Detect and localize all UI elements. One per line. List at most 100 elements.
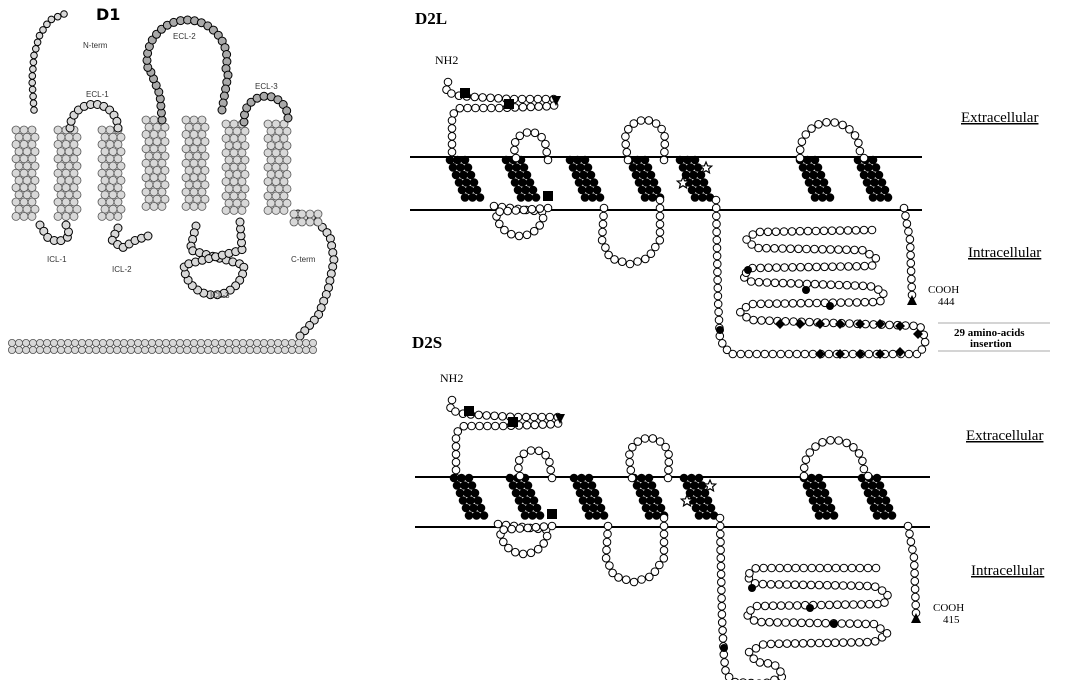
d1-residue [141,346,148,353]
d2-helix-residue [579,497,587,505]
d1-residue [169,346,176,353]
d2-residue [827,281,835,289]
d2-residue [911,562,919,570]
d1-helix-residue [230,120,238,128]
d2-residue [713,220,721,228]
d2-filled-residue [716,326,724,334]
d2-residue [859,457,867,465]
d1-helix-residue [145,166,153,174]
d2-residue [656,212,664,220]
d2-residue [795,280,803,288]
d2-helix-residue [644,489,652,497]
d1-helix-residue [233,142,241,150]
d2-helix-residue [877,194,885,202]
d1-helix-residue [57,176,65,184]
d2-helix-residue [461,482,469,490]
d1-residue [284,114,292,122]
d2-helix-residue [815,512,823,520]
d1-helix-residue [23,148,31,156]
d2-helix-residue [455,179,463,187]
d2-helix-residue [597,504,605,512]
d2-residue [448,148,456,156]
d2-residue [839,639,847,647]
d2-helix-residue [700,504,708,512]
d2-helix-residue [574,156,582,164]
d2-residue [860,154,868,162]
d2-helix-residue [453,482,461,490]
d1-helix-residue [272,178,280,186]
d2-residue [921,338,929,346]
d1-helix-residue [182,116,190,124]
d2-residue [763,244,771,252]
d2-helix-residue [823,512,831,520]
d2-residue [661,140,669,148]
d2-helix-residue [581,194,589,202]
d2-residue [826,601,834,609]
d2-residue [519,103,527,111]
d2-residue [877,625,885,633]
d2-helix-residue [698,482,706,490]
d2-residue [843,281,851,289]
d2-residue [910,554,918,562]
d1-residue [148,339,155,346]
d1-residue [267,346,274,353]
d1-helix-residue [238,192,246,200]
d2-residue [814,619,822,627]
d2-helix-residue [645,474,653,482]
d2-helix-residue [505,164,513,172]
d1-residue [134,346,141,353]
d1-panel: D1 N-term ECL-1 ECL-2 ECL-3 ICL-1 ICL-2 … [8,5,338,354]
d2-filled-residue [830,620,838,628]
d2-residue [520,206,528,214]
d2-helix-residue [878,504,886,512]
d1-helix-residue [142,174,150,182]
d2-residue [800,472,808,480]
d1-residue [190,339,197,346]
d1-helix-residue [230,192,238,200]
d2-helix-residue [810,171,818,179]
d1-helix-residue [65,176,73,184]
d1-residue [296,332,304,340]
d2-helix-residue [807,164,815,172]
d2-helix-residue [596,194,604,202]
d2-residue [444,78,452,86]
d2-residue [534,95,542,103]
d1-label-icl1: ICL-1 [47,255,67,264]
d1-helix-residue [12,126,20,134]
d2-helix-residue [465,512,473,520]
d2-residue [861,298,869,306]
d2-helix-residue [473,186,481,194]
d1-helix-residue [275,127,283,135]
d2-residue [539,214,547,222]
d1-helix-residue [106,155,114,163]
d1-helix-residue [70,155,78,163]
d1-helix-residue [225,156,233,164]
d2-helix-residue [590,504,598,512]
d2-residue [856,564,864,572]
d2-residue [530,413,538,421]
d2-residue [875,286,883,294]
d2-helix-residue [806,489,814,497]
d2-residue [823,639,831,647]
d2-helix-residue [815,474,823,482]
d2-helix-residue [823,186,831,194]
d2-helix-residue [804,156,812,164]
d2-residue [626,459,634,467]
d1-residue [29,86,36,93]
d2-residue [454,428,462,436]
d1-helix-residue [158,145,166,153]
d1-helix-residue [20,155,28,163]
d2-residue [835,246,843,254]
d2-residue [907,251,915,259]
d1-helix-residue [201,152,209,160]
d2-helix-residue [817,171,825,179]
d2-residue [904,522,912,530]
d2-residue [807,581,815,589]
d2-helix-residue [699,194,707,202]
d1-residue [204,346,211,353]
d1-helix-residue [15,148,23,156]
d2-residue [768,564,776,572]
d1-helix-residue [198,130,206,138]
d1-residue [309,339,316,346]
d2-residue [773,300,781,308]
